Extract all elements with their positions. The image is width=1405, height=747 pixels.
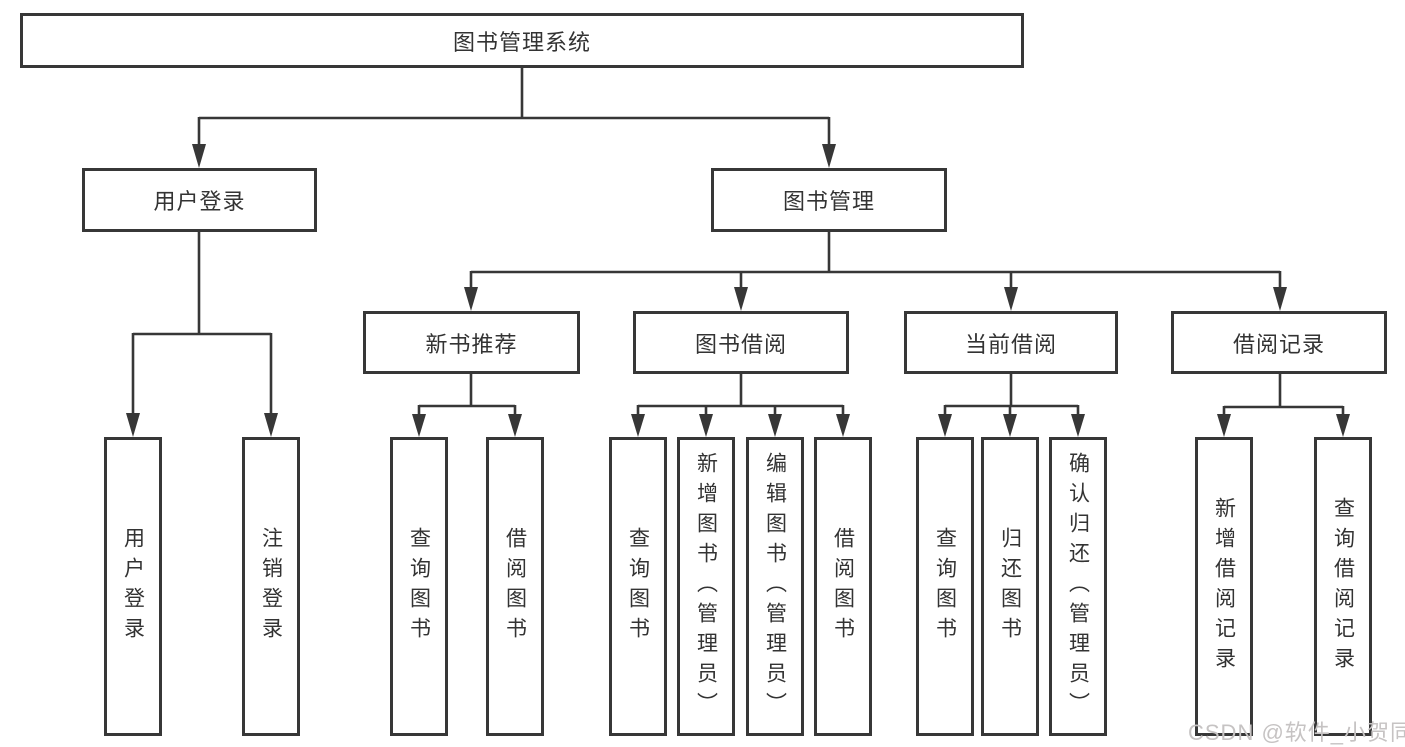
- node-book-borrow: 图书借阅: [633, 311, 849, 374]
- node-root-label: 图书管理系统: [452, 29, 591, 55]
- leaf-records-add: 新增借阅记录: [1195, 437, 1253, 736]
- leaf-label: 用户登录: [121, 526, 145, 647]
- leaf-label: 注销登录: [259, 526, 283, 647]
- node-user-login-label: 用户登录: [153, 189, 246, 214]
- leaf-label: 借阅图书: [503, 526, 527, 647]
- edge-user-login-to-leaves: [126, 232, 278, 437]
- leaf-label: 查询图书: [626, 526, 650, 647]
- leaf-new-books-query: 查询图书: [390, 437, 448, 736]
- node-book-mgmt: 图书管理: [711, 168, 947, 232]
- edge-borrow-records-to-leaves: [1217, 374, 1350, 437]
- leaf-label: 查询借阅记录: [1331, 496, 1355, 677]
- edge-book-mgmt-to-level3: [464, 232, 1287, 311]
- leaf-label: 编辑图书（管理员）: [763, 451, 787, 722]
- node-new-books-label: 新书推荐: [425, 331, 518, 357]
- leaf-label: 新增图书（管理员）: [694, 451, 718, 722]
- leaf-logout: 注销登录: [242, 437, 300, 736]
- node-user-login: 用户登录: [82, 168, 317, 232]
- edge-new-books-to-leaves: [412, 374, 522, 437]
- leaf-current-return: 归还图书: [981, 437, 1039, 736]
- node-borrow-records-label: 借阅记录: [1232, 331, 1325, 357]
- leaf-borrow-book: 借阅图书: [814, 437, 872, 736]
- node-current-borrow: 当前借阅: [904, 311, 1118, 374]
- leaf-label: 借阅图书: [831, 526, 855, 647]
- node-book-mgmt-label: 图书管理: [782, 189, 875, 214]
- leaf-borrow-edit-book: 编辑图书（管理员）: [746, 437, 804, 736]
- node-current-borrow-label: 当前借阅: [964, 331, 1057, 357]
- leaf-current-confirm-return: 确认归还（管理员）: [1049, 437, 1107, 736]
- edge-book-borrow-to-leaves: [631, 374, 850, 437]
- leaf-user-login-query: 用户登录: [104, 437, 162, 736]
- edge-root-to-level2: [192, 68, 836, 168]
- leaf-label: 查询图书: [933, 526, 957, 647]
- leaf-label: 查询图书: [407, 526, 431, 647]
- leaf-label: 确认归还（管理员）: [1066, 451, 1090, 722]
- leaf-borrow-add-book: 新增图书（管理员）: [677, 437, 735, 736]
- node-borrow-records: 借阅记录: [1171, 311, 1387, 374]
- csdn-watermark: CSDN @软件_小贺同学: [1188, 720, 1405, 745]
- node-new-books: 新书推荐: [363, 311, 580, 374]
- leaf-borrow-query: 查询图书: [609, 437, 667, 736]
- node-book-borrow-label: 图书借阅: [694, 331, 787, 357]
- edge-current-borrow-to-leaves: [938, 374, 1085, 437]
- leaf-current-query: 查询图书: [916, 437, 974, 736]
- leaf-label: 归还图书: [998, 526, 1022, 647]
- leaf-label: 新增借阅记录: [1212, 496, 1236, 677]
- leaf-new-books-borrow: 借阅图书: [486, 437, 544, 736]
- leaf-records-query: 查询借阅记录: [1314, 437, 1372, 736]
- node-root: 图书管理系统: [20, 13, 1024, 68]
